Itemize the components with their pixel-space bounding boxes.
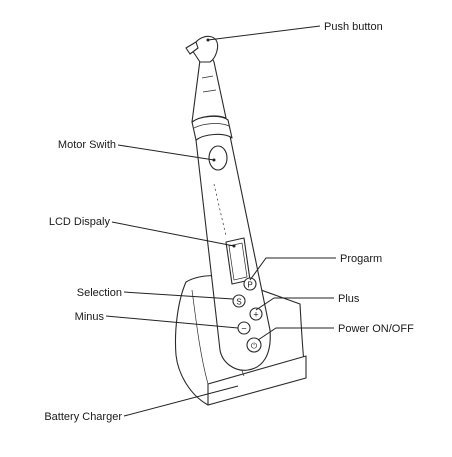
label-lcd-display: LCD Dispaly — [49, 216, 111, 228]
plus-glyph: + — [253, 310, 258, 320]
label-selection: Selection — [77, 287, 122, 299]
handpiece — [185, 35, 271, 371]
label-battery-charger: Battery Charger — [44, 411, 122, 423]
label-power: Power ON/OFF — [338, 323, 414, 335]
leader-program — [249, 257, 336, 281]
leader-lines — [105, 25, 336, 417]
leader-lcd-display — [111, 221, 235, 247]
leader-selection — [123, 291, 234, 300]
leader-battery-charger — [123, 385, 239, 417]
label-push-button: Push button — [324, 21, 383, 33]
power-glyph: ⏻ — [251, 342, 258, 351]
label-program: Progarm — [340, 253, 382, 265]
selection-button[interactable]: S — [232, 294, 246, 308]
leader-motor-switch — [117, 144, 215, 161]
leader-push-button — [207, 25, 321, 41]
program-glyph: P — [247, 281, 252, 290]
program-button[interactable]: P — [243, 277, 257, 291]
minus-button[interactable]: − — [237, 321, 251, 335]
power-button[interactable]: ⏻ — [246, 337, 262, 353]
label-plus: Plus — [338, 293, 360, 305]
label-minus: Minus — [75, 311, 105, 323]
leader-minus — [105, 315, 239, 329]
label-motor-switch: Motor Swith — [58, 139, 116, 151]
minus-glyph: − — [241, 324, 246, 334]
leader-power — [257, 327, 334, 341]
selection-glyph: S — [236, 298, 241, 307]
plus-button[interactable]: + — [249, 307, 263, 321]
leader-plus — [255, 297, 334, 311]
